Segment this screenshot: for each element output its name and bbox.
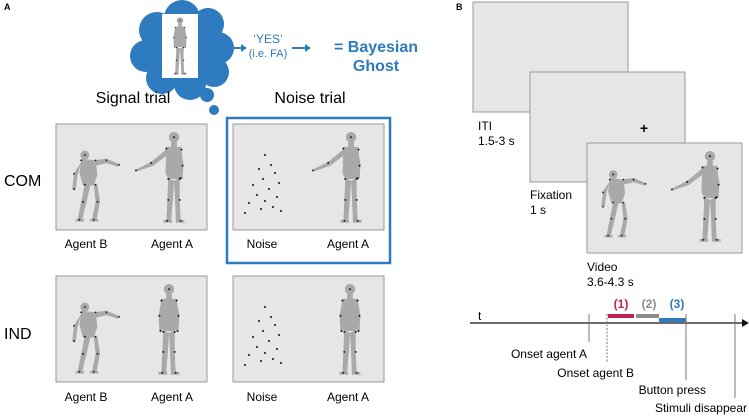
panel-b-letter: B bbox=[456, 2, 463, 12]
com-noise-label-noise: Noise bbox=[247, 237, 278, 251]
segment-label-3: (3) bbox=[670, 297, 685, 311]
iti-duration: 1.5-3 s bbox=[478, 134, 515, 148]
segment-bar-2 bbox=[636, 314, 659, 318]
fixation-cross: + bbox=[640, 120, 648, 136]
panel-a-letter: A bbox=[4, 2, 11, 12]
iti-label: ITI bbox=[478, 119, 492, 133]
ind-noise-label-agent-a: Agent A bbox=[327, 390, 369, 404]
event-button-press: Button press bbox=[639, 383, 706, 397]
segment-bar-1 bbox=[608, 314, 634, 318]
video-screen bbox=[586, 142, 743, 254]
signal-trial-title: Signal trial bbox=[96, 90, 171, 107]
noise-trial-title: Noise trial bbox=[274, 90, 345, 107]
ind-signal-label-agent-b: Agent B bbox=[65, 390, 108, 404]
segment-label-2: (2) bbox=[642, 297, 657, 311]
noise-trial-highlight-box bbox=[225, 116, 392, 265]
com-noise-stimulus bbox=[232, 123, 385, 231]
segment-bar-3 bbox=[659, 318, 686, 322]
row-label-com: COM bbox=[4, 173, 41, 190]
thought-cloud bbox=[130, 0, 234, 115]
bayesian-label: = Bayesian bbox=[334, 39, 418, 56]
event-stimuli-disappear: Stimuli disappear bbox=[655, 401, 747, 415]
com-signal-label-agent-b: Agent B bbox=[65, 237, 108, 251]
timeline-axis-label: t bbox=[478, 309, 482, 323]
ind-signal-stimulus bbox=[55, 275, 208, 383]
timeline bbox=[470, 319, 749, 327]
row-label-ind: IND bbox=[4, 326, 32, 343]
ind-signal-label-agent-a: Agent A bbox=[151, 390, 193, 404]
event-onset-agent-b: Onset agent B bbox=[557, 366, 634, 380]
fixation-duration: 1 s bbox=[530, 203, 546, 217]
com-signal-stimulus bbox=[55, 123, 208, 231]
ghost-label: Ghost bbox=[353, 58, 400, 75]
video-label: Video bbox=[587, 260, 618, 274]
fixation-label: Fixation bbox=[530, 188, 572, 202]
segment-label-1: (1) bbox=[614, 297, 629, 311]
event-onset-agent-a: Onset agent A bbox=[511, 347, 587, 361]
com-signal-label-agent-a: Agent A bbox=[151, 237, 193, 251]
video-duration: 3.6-4.3 s bbox=[587, 275, 634, 289]
yes-label: ‘YES’ bbox=[253, 32, 282, 46]
ind-noise-label-noise: Noise bbox=[247, 390, 278, 404]
yes-fa-label: (i.e. FA) bbox=[249, 48, 288, 60]
ind-noise-stimulus bbox=[232, 275, 385, 383]
com-noise-label-agent-a: Agent A bbox=[327, 237, 369, 251]
